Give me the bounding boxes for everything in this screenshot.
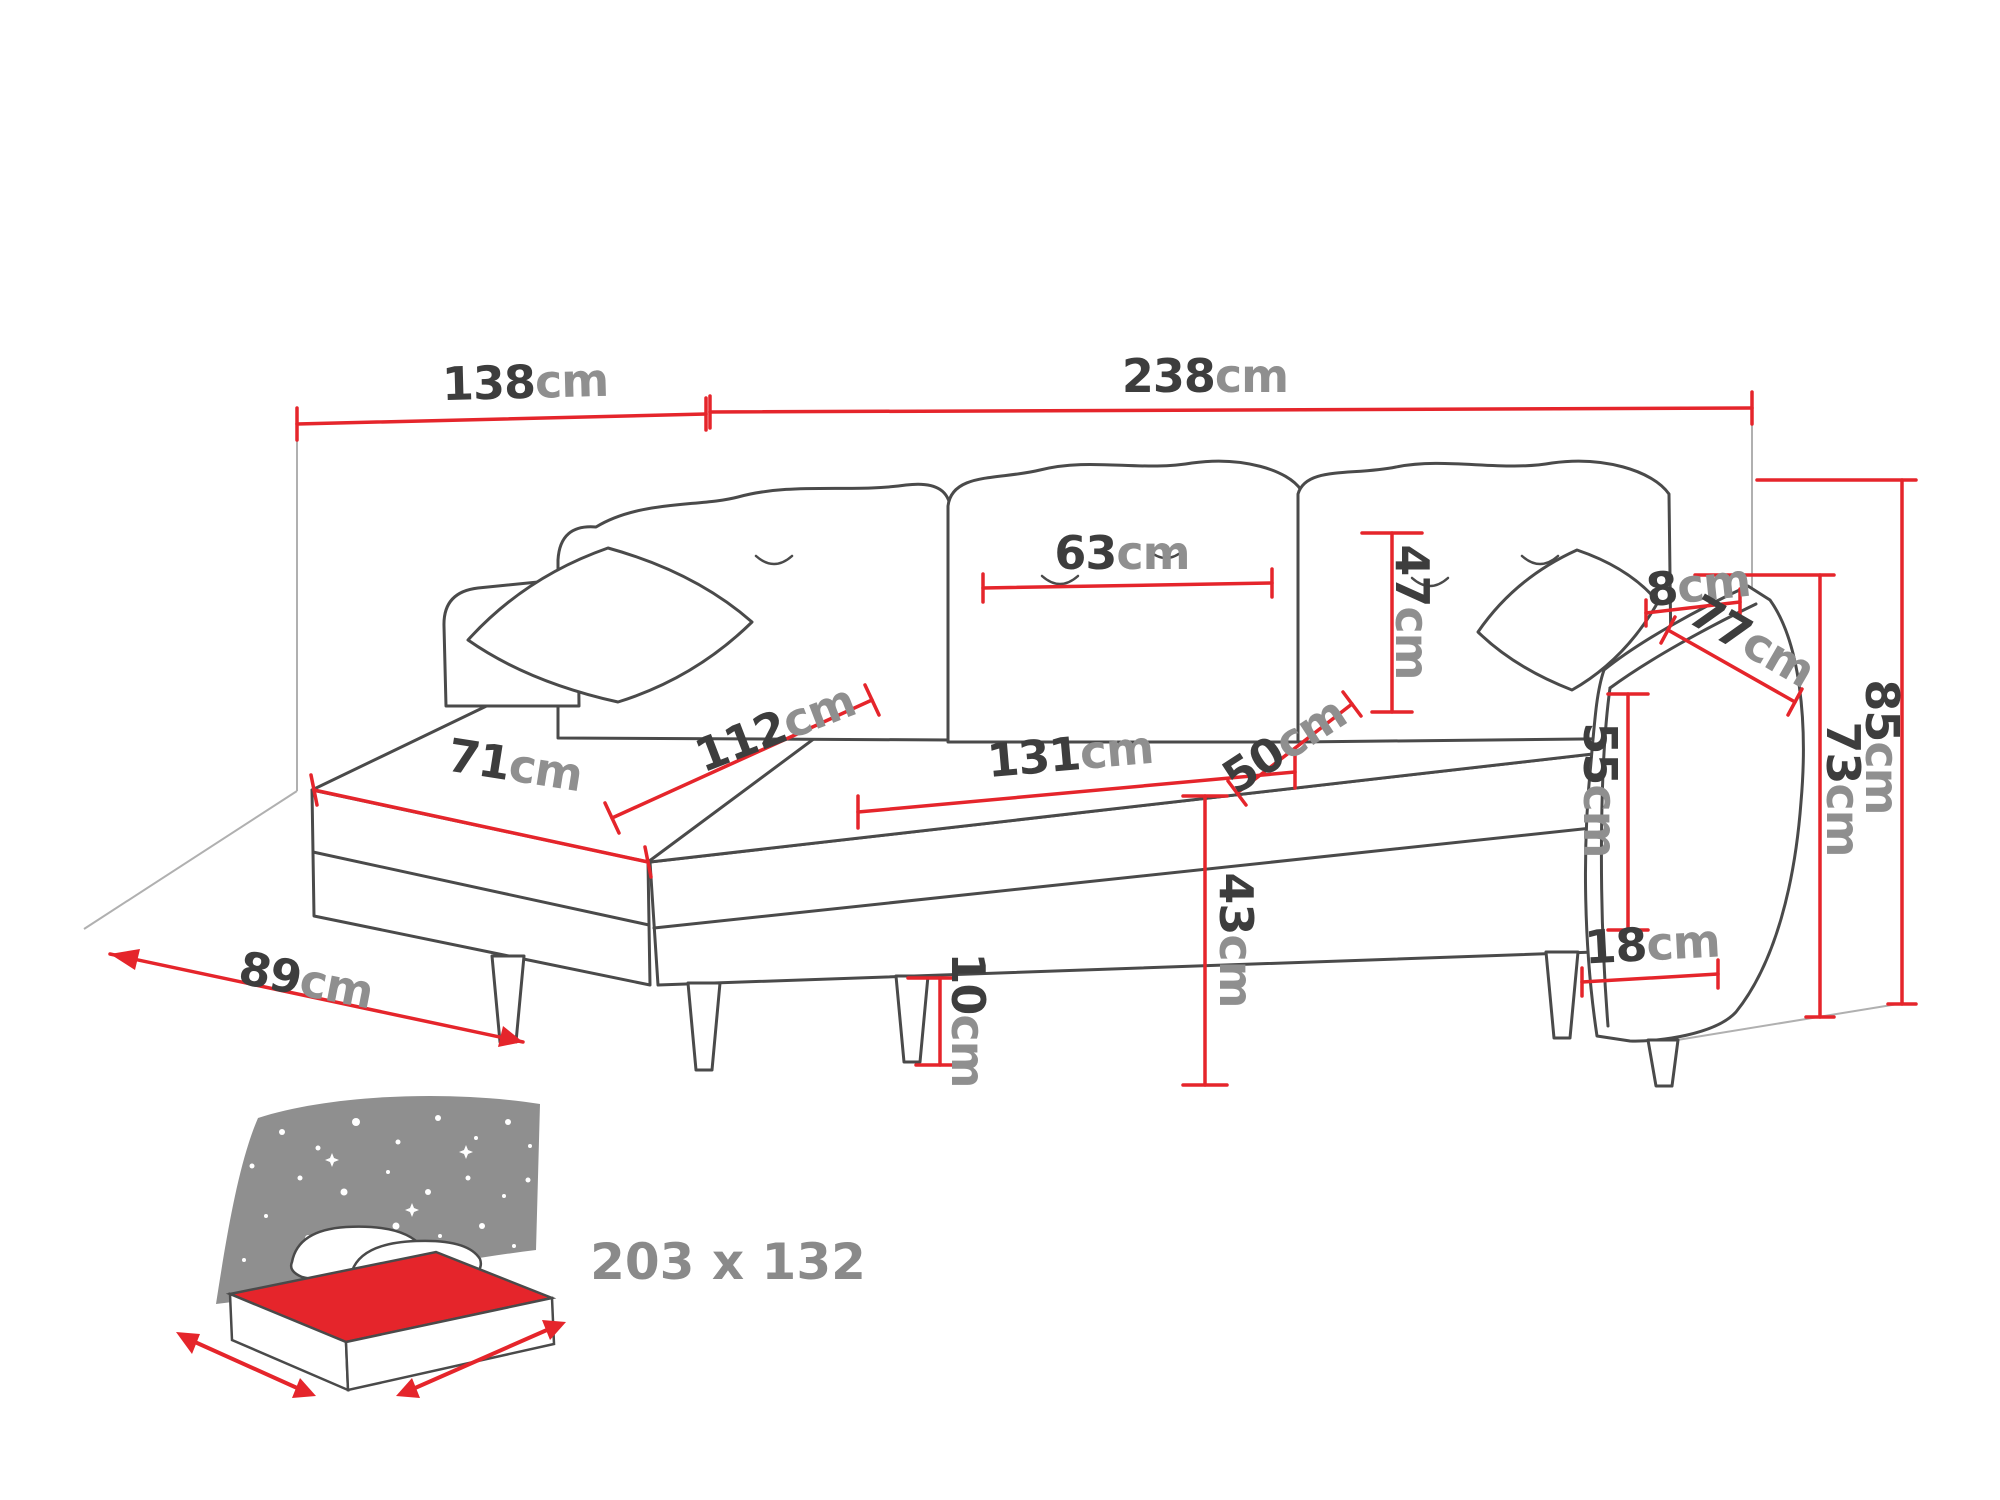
- dim-seat-height: 43cm: [1209, 872, 1263, 1007]
- mattress-side-right: [344, 1296, 556, 1392]
- sleeping-area-icon: [176, 1095, 566, 1398]
- dim-value: 43: [1209, 872, 1263, 935]
- dim-value: 63: [1054, 526, 1117, 580]
- dim-line-77: [1666, 628, 1797, 704]
- leg: [490, 954, 526, 1044]
- right-armrest-body: [1583, 584, 1805, 1043]
- dim-back-cushion-height: 47cm: [1385, 544, 1439, 679]
- dim-armrest-thickness: 18cm: [1583, 913, 1721, 974]
- throw-pillow-left: [466, 546, 754, 704]
- chaise-seam: [311, 850, 651, 927]
- dim-unit: cm: [1573, 784, 1627, 858]
- back-cushion-middle: [946, 459, 1304, 744]
- leg: [1646, 1038, 1680, 1088]
- dim-line-18: [1580, 972, 1720, 984]
- dim-line-131: [856, 770, 1297, 814]
- dim-line-112: [610, 698, 874, 820]
- dim-unit: cm: [1077, 719, 1156, 781]
- dim-unit: cm: [1385, 606, 1439, 680]
- dim-armrest-height: 73cm: [1816, 721, 1870, 856]
- dim-value: 10: [941, 952, 995, 1015]
- dim-total-width: 238cm: [1121, 349, 1289, 403]
- dim-leg-height: 10cm: [941, 952, 995, 1087]
- dim-unit: cm: [1214, 349, 1289, 403]
- dim-line-63: [981, 581, 1274, 590]
- dim-value: 238: [1121, 349, 1216, 403]
- dim-value: 89: [234, 940, 306, 1006]
- stars: [242, 1115, 532, 1262]
- sleeping-area-size-label: 203 x 132: [590, 1233, 866, 1291]
- right-armrest-front-seam: [1599, 686, 1612, 1028]
- dim-armrest-side-height: 55cm: [1573, 722, 1627, 857]
- dim-value: 47: [1385, 544, 1439, 607]
- dim-unit: cm: [505, 737, 587, 803]
- dim-back-cushion-width: 63cm: [1054, 526, 1190, 580]
- legs: [490, 950, 1680, 1088]
- dim-line-138: [295, 412, 708, 426]
- dimension-lines: [108, 390, 1918, 1087]
- dim-unit: cm: [1116, 526, 1190, 580]
- bed-size-arrows: [176, 1320, 566, 1398]
- dim-value: 138: [441, 354, 536, 412]
- throw-pillow-right: [1476, 548, 1660, 692]
- leg: [686, 981, 722, 1072]
- right-armrest: [1583, 584, 1805, 1043]
- dim-value: 73: [1816, 721, 1870, 784]
- dim-value: 71: [443, 727, 514, 791]
- throw-pillows: [466, 546, 1660, 704]
- dim-line-50: [1235, 702, 1354, 795]
- dim-back-section-width: 138cm: [441, 353, 609, 411]
- dim-unit: cm: [1645, 913, 1721, 972]
- dim-value: 131: [984, 726, 1083, 789]
- dim-unit: cm: [941, 1014, 995, 1088]
- dim-line-71: [312, 788, 650, 864]
- dim-line-8: [1644, 600, 1742, 615]
- dim-value: 55: [1573, 722, 1627, 785]
- leg: [894, 974, 930, 1064]
- seat-seam: [652, 820, 1650, 930]
- dim-value: 18: [1583, 917, 1648, 975]
- dim-line-89: [108, 952, 525, 1044]
- dim-unit: cm: [1816, 783, 1870, 857]
- dim-unit: cm: [534, 352, 609, 409]
- dimension-arrowheads: [110, 949, 523, 1047]
- dim-unit: cm: [1209, 934, 1263, 1008]
- dim-line-238: [708, 406, 1754, 414]
- leg: [1544, 950, 1580, 1040]
